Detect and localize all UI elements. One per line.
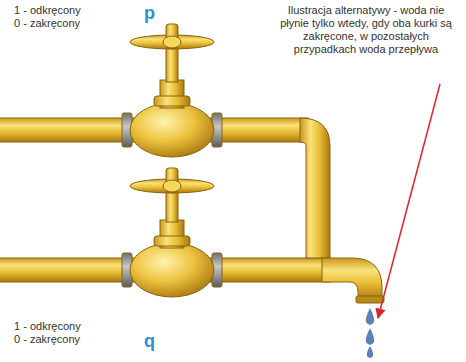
tap-q xyxy=(122,168,222,297)
callout-note: Ilustracja alternatywy - woda nie płynie… xyxy=(272,4,460,56)
legend-note: 0 - zakręcony xyxy=(14,333,80,346)
legend-note: 1 - odkręcony xyxy=(14,320,81,333)
legend-note: 0 - zakręcony xyxy=(14,17,80,30)
tap-p xyxy=(122,24,222,157)
variable-name: q xyxy=(144,330,155,352)
leader-arrow xyxy=(378,84,440,318)
variable-name: p xyxy=(144,2,155,24)
legend-note: 1 - odkręcony xyxy=(14,4,81,17)
water-drops xyxy=(366,308,374,358)
